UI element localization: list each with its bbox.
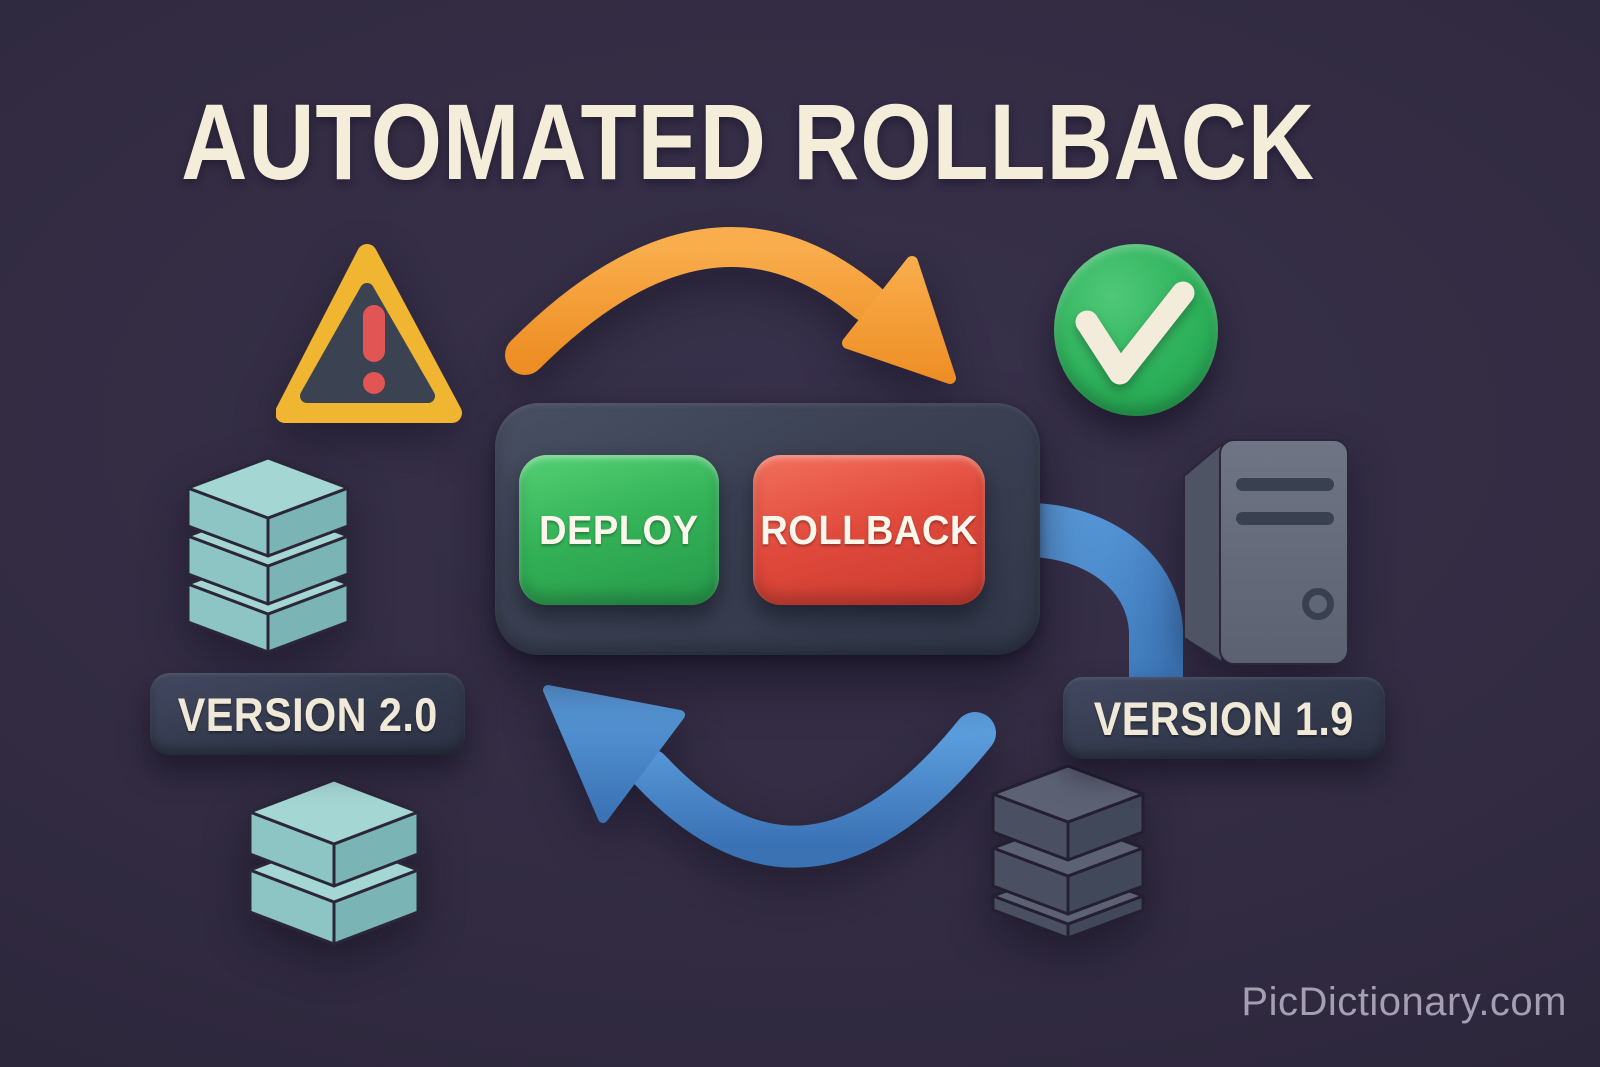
deploy-button-label: DEPLOY [539,506,699,553]
page-title: AUTOMATED ROLLBACK [181,81,1315,202]
database-box-teal-icon [248,778,420,946]
rollback-arrow-icon [543,685,996,868]
db-slab [186,456,350,558]
database-stack-teal-icon [186,456,350,654]
server-vent [1236,512,1334,525]
server-power-button [1302,588,1334,620]
control-panel: DEPLOY ROLLBACK [495,403,1040,655]
server-tower-icon [1183,439,1349,665]
deploy-button[interactable]: DEPLOY [519,455,719,605]
exclamation-dot [363,372,385,394]
version-2-label: VERSION 2.0 [177,687,438,741]
warning-triangle-icon [276,244,462,423]
version-2-badge: VERSION 2.0 [150,673,465,755]
check-mark-icon [1075,281,1195,385]
db-slab [991,764,1145,862]
db-slab [248,778,420,888]
watermark: PicDictionary.com [1241,980,1567,1024]
check-circle-icon [1054,244,1218,416]
version-1-9-label: VERSION 1.9 [1093,691,1354,745]
pipe-connector-icon [1030,503,1183,687]
server-vent [1236,478,1334,491]
rollback-button-label: ROLLBACK [760,506,978,553]
deploy-arrow-icon [505,227,956,384]
database-stack-dark-icon [991,764,1145,940]
rollback-button[interactable]: ROLLBACK [753,455,985,605]
exclamation-bar [363,305,385,362]
version-1-9-badge: VERSION 1.9 [1063,677,1385,759]
